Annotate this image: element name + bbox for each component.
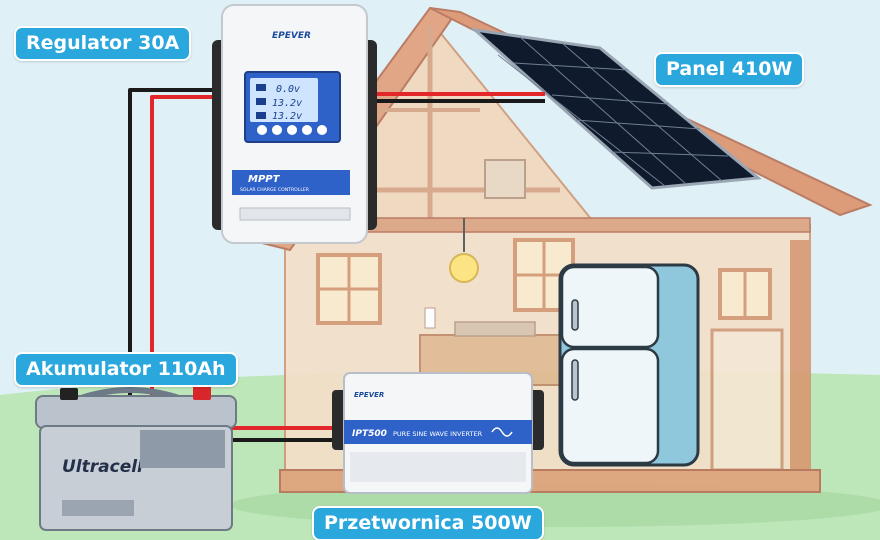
controller-button-5 xyxy=(317,125,327,135)
controller-button-4 xyxy=(302,125,312,135)
battery: Ultracell xyxy=(35,386,237,531)
controller-terminals xyxy=(239,207,351,221)
wall-switch xyxy=(424,307,436,329)
lcd-icon-load xyxy=(256,112,266,119)
wire-battery-positive xyxy=(150,95,220,408)
door xyxy=(710,328,784,472)
sine-wave-icon xyxy=(491,427,513,437)
battery-brand: Ultracell xyxy=(62,457,144,477)
battery-lid xyxy=(35,395,237,429)
panel-cell-line-4 xyxy=(611,151,729,157)
inverter-label: Przetwornica 500W xyxy=(312,506,544,540)
inverter-brand: EPEVER xyxy=(354,391,384,399)
inverter-description: PURE SINE WAVE INVERTER xyxy=(393,430,483,438)
wire-battery-negative xyxy=(128,88,220,418)
inverter-model: IPT500 xyxy=(352,429,387,439)
controller-model: MPPT xyxy=(248,174,281,185)
kitchen-sink-top xyxy=(454,321,536,337)
lcd-icon-panel xyxy=(256,84,266,91)
panel-cell-line-6 xyxy=(561,42,723,182)
controller-button-1 xyxy=(257,125,267,135)
controller-lcd-line3: 13.2v xyxy=(272,111,302,122)
panel-cell-line-5 xyxy=(519,36,687,185)
fridge-door-bottom xyxy=(560,347,660,465)
lamp-bulb xyxy=(449,253,479,283)
fridge-door-top xyxy=(560,265,660,349)
solar-panel xyxy=(470,27,762,190)
inverter-fins xyxy=(350,452,526,482)
panel-cell-line-7 xyxy=(497,54,666,187)
refrigerator xyxy=(558,263,700,467)
panel-cell-line-2 xyxy=(551,94,669,105)
charge-controller: EPEVER 0.0v 13.2v 13.2v MPPT SOLAR CHARG… xyxy=(212,4,377,244)
inverter-label-band xyxy=(344,420,532,444)
regulator-label: Regulator 30A xyxy=(14,26,192,61)
battery-terminal-red xyxy=(193,386,211,400)
fridge-handle-top xyxy=(571,299,579,331)
lcd-icon-battery xyxy=(256,98,266,105)
panel-cell-line-3 xyxy=(575,119,701,130)
controller-button-2 xyxy=(272,125,282,135)
controller-lcd-line2: 13.2v xyxy=(272,98,302,109)
controller-lcd-screen xyxy=(250,78,318,122)
inverter: EPEVER IPT500 PURE SINE WAVE INVERTER xyxy=(332,372,544,494)
battery-label: Akumulator 110Ah xyxy=(14,352,238,387)
controller-lcd-line1: 0.0v xyxy=(276,84,300,95)
panel-label: Panel 410W xyxy=(654,52,805,87)
right-wall-panel xyxy=(790,240,810,470)
controller-subtitle: SOLAR CHARGE CONTROLLER xyxy=(240,187,310,193)
attic-box xyxy=(484,159,526,199)
controller-brand: EPEVER xyxy=(272,31,311,41)
battery-warning-area xyxy=(62,500,134,516)
fridge-handle-bottom xyxy=(571,359,579,401)
solar-panel-frame xyxy=(470,27,762,190)
battery-terminal-black xyxy=(60,388,78,400)
battery-spec-plate xyxy=(140,430,225,468)
controller-label-band xyxy=(232,170,350,195)
panel-cell-line-1 xyxy=(513,62,629,71)
wiring xyxy=(128,88,545,442)
controller-button-3 xyxy=(287,125,297,135)
